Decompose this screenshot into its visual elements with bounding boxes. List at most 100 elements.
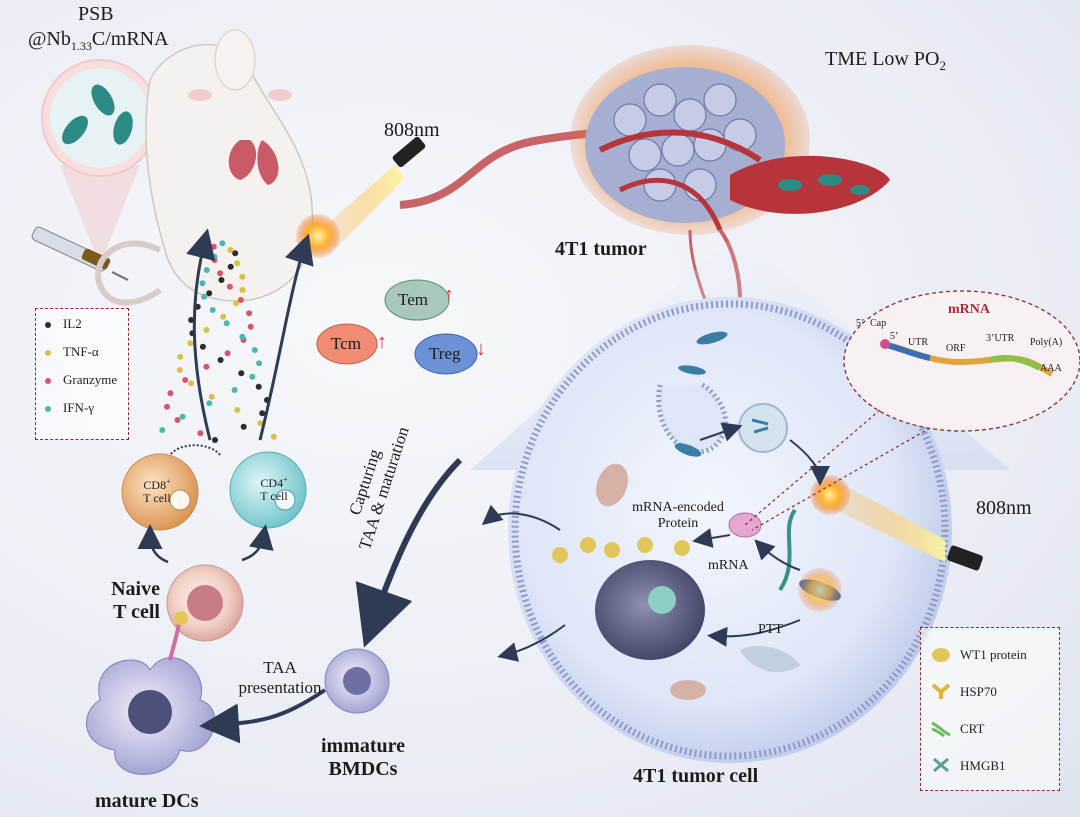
psb-bubble <box>41 59 159 265</box>
cytokine-legend-label: IFN-γ <box>63 400 95 415</box>
cytokine-legend-item: TNF-α <box>45 344 99 360</box>
cytokine-dot <box>257 420 264 427</box>
naive-label: Naive T cell <box>100 578 160 624</box>
crt-icon <box>930 719 952 741</box>
cytokine-dot <box>251 347 258 353</box>
cytokine-dot <box>259 410 266 417</box>
cytokine-legend-label: IL2 <box>63 316 82 331</box>
mrna-encoded-label: mRNA-encoded Protein <box>628 500 728 532</box>
nb-title-sub: 1.33 <box>70 39 92 53</box>
cytokine-dot <box>220 313 227 320</box>
hsp70-icon <box>930 682 952 704</box>
ptt-label: PTT <box>758 622 783 637</box>
treg-label: Treg <box>429 344 461 363</box>
cd8-sup: + <box>166 477 171 486</box>
cytokine-dot <box>199 280 206 287</box>
cytokine-dot <box>179 413 186 420</box>
cytokine-dot <box>167 390 174 397</box>
tme-prefix: TME Low PO <box>825 48 940 70</box>
mature-dc-cell <box>86 611 216 775</box>
cytokine-dot <box>210 243 217 250</box>
mrna-inset-title: mRNA <box>948 302 990 317</box>
cytokine-dot <box>206 290 213 297</box>
cytokine-dot-icon <box>45 378 51 385</box>
cytokine-dot <box>238 370 245 377</box>
cytokine-legend <box>35 308 129 440</box>
immature-line1: immature <box>320 735 406 757</box>
cytokine-dot <box>203 363 210 370</box>
cytokine-dot <box>176 367 183 373</box>
cytokine-dot <box>234 260 241 267</box>
tumor-cell-body <box>508 297 952 763</box>
mrna-inset <box>744 290 1080 531</box>
cytokine-dot <box>227 247 234 253</box>
immature-line2: BMDCs <box>328 758 398 780</box>
cytokine-dot-icon <box>45 350 51 357</box>
mrna-encoded-line1: mRNA-encoded <box>632 500 724 515</box>
cytokine-dot <box>197 430 204 437</box>
nb-title-suffix: C/mRNA <box>91 28 169 50</box>
cd8-migration-arrow <box>186 228 216 441</box>
naive-to-cd4-arrow <box>241 524 274 562</box>
cytokine-dot <box>188 380 194 387</box>
cd4-line2: T cell <box>260 488 288 503</box>
cytokine-dot <box>246 310 253 317</box>
cytokine-dot <box>199 343 206 350</box>
mrna-cap: Cap <box>870 318 887 329</box>
cd8-line2: T cell <box>143 490 171 505</box>
psb-title: PSB <box>78 3 114 25</box>
tumor-label: 4T1 tumor <box>555 238 647 260</box>
naive-line2: T cell <box>113 601 160 623</box>
cytokine-dot-icon <box>45 406 51 413</box>
cytokine-dot <box>255 383 262 390</box>
intracellular-arrows <box>481 422 830 662</box>
mrna-aaa: AAA <box>1040 363 1062 374</box>
tem-cell <box>384 279 450 321</box>
nb-title-prefix: @Nb <box>28 28 71 50</box>
cytokine-dot <box>187 340 194 347</box>
cytokine-dot <box>224 350 231 357</box>
nb-title: @Nb1.33C/mRNA <box>28 28 169 54</box>
mature-dcs-label: mature DCs <box>95 790 199 812</box>
presentation-arrow <box>199 688 327 744</box>
cytokine-dot <box>177 353 184 360</box>
immature-label: immature BMDCs <box>318 735 408 781</box>
damp-legend-item: WT1 protein <box>930 645 1027 667</box>
cytokine-dot <box>223 320 230 327</box>
cytokine-dot <box>256 360 263 367</box>
cytokine-dot <box>239 287 246 293</box>
syringe-icon <box>31 226 129 281</box>
tem-label: Tem <box>398 290 428 309</box>
cytokine-dot <box>209 307 216 313</box>
cytokine-dot <box>203 267 210 273</box>
cytokine-dot <box>164 403 170 410</box>
damp-legend-label: WT1 protein <box>960 646 1027 662</box>
taa-label: TAA presentation <box>235 658 325 697</box>
cytokine-legend-item: IL2 <box>45 316 82 332</box>
tumor-mass <box>570 45 890 301</box>
cytokine-dot <box>182 377 189 383</box>
cytokine-legend-label: Granzyme <box>63 372 118 387</box>
tcm-label: Tcm <box>331 334 361 353</box>
cytokine-dot <box>239 333 246 340</box>
mrna-utr3: 3’UTR <box>986 333 1015 344</box>
cd8-label: CD8+ T cell <box>133 477 181 505</box>
cytokine-dot <box>203 327 210 333</box>
mrna-label: mRNA <box>708 558 749 573</box>
cytokine-dot <box>270 433 277 440</box>
cd4-sup: + <box>283 475 288 484</box>
taa-line1: TAA <box>263 658 297 677</box>
tcm-cell <box>316 323 378 365</box>
mrna-polya: Poly(A) <box>1030 337 1063 348</box>
cytokine-legend-item: Granzyme <box>45 372 117 388</box>
laser-top-icon <box>296 136 426 258</box>
damp-legend-item: HSP70 <box>930 682 997 704</box>
mrna-encoded-line2: Protein <box>657 516 699 532</box>
cytokine-dot <box>226 283 233 290</box>
cytokine-dot <box>227 263 234 270</box>
cytokine-dot <box>219 240 226 247</box>
damp-legend-item: HMGB1 <box>930 756 1006 778</box>
cytokine-dot <box>217 270 224 277</box>
